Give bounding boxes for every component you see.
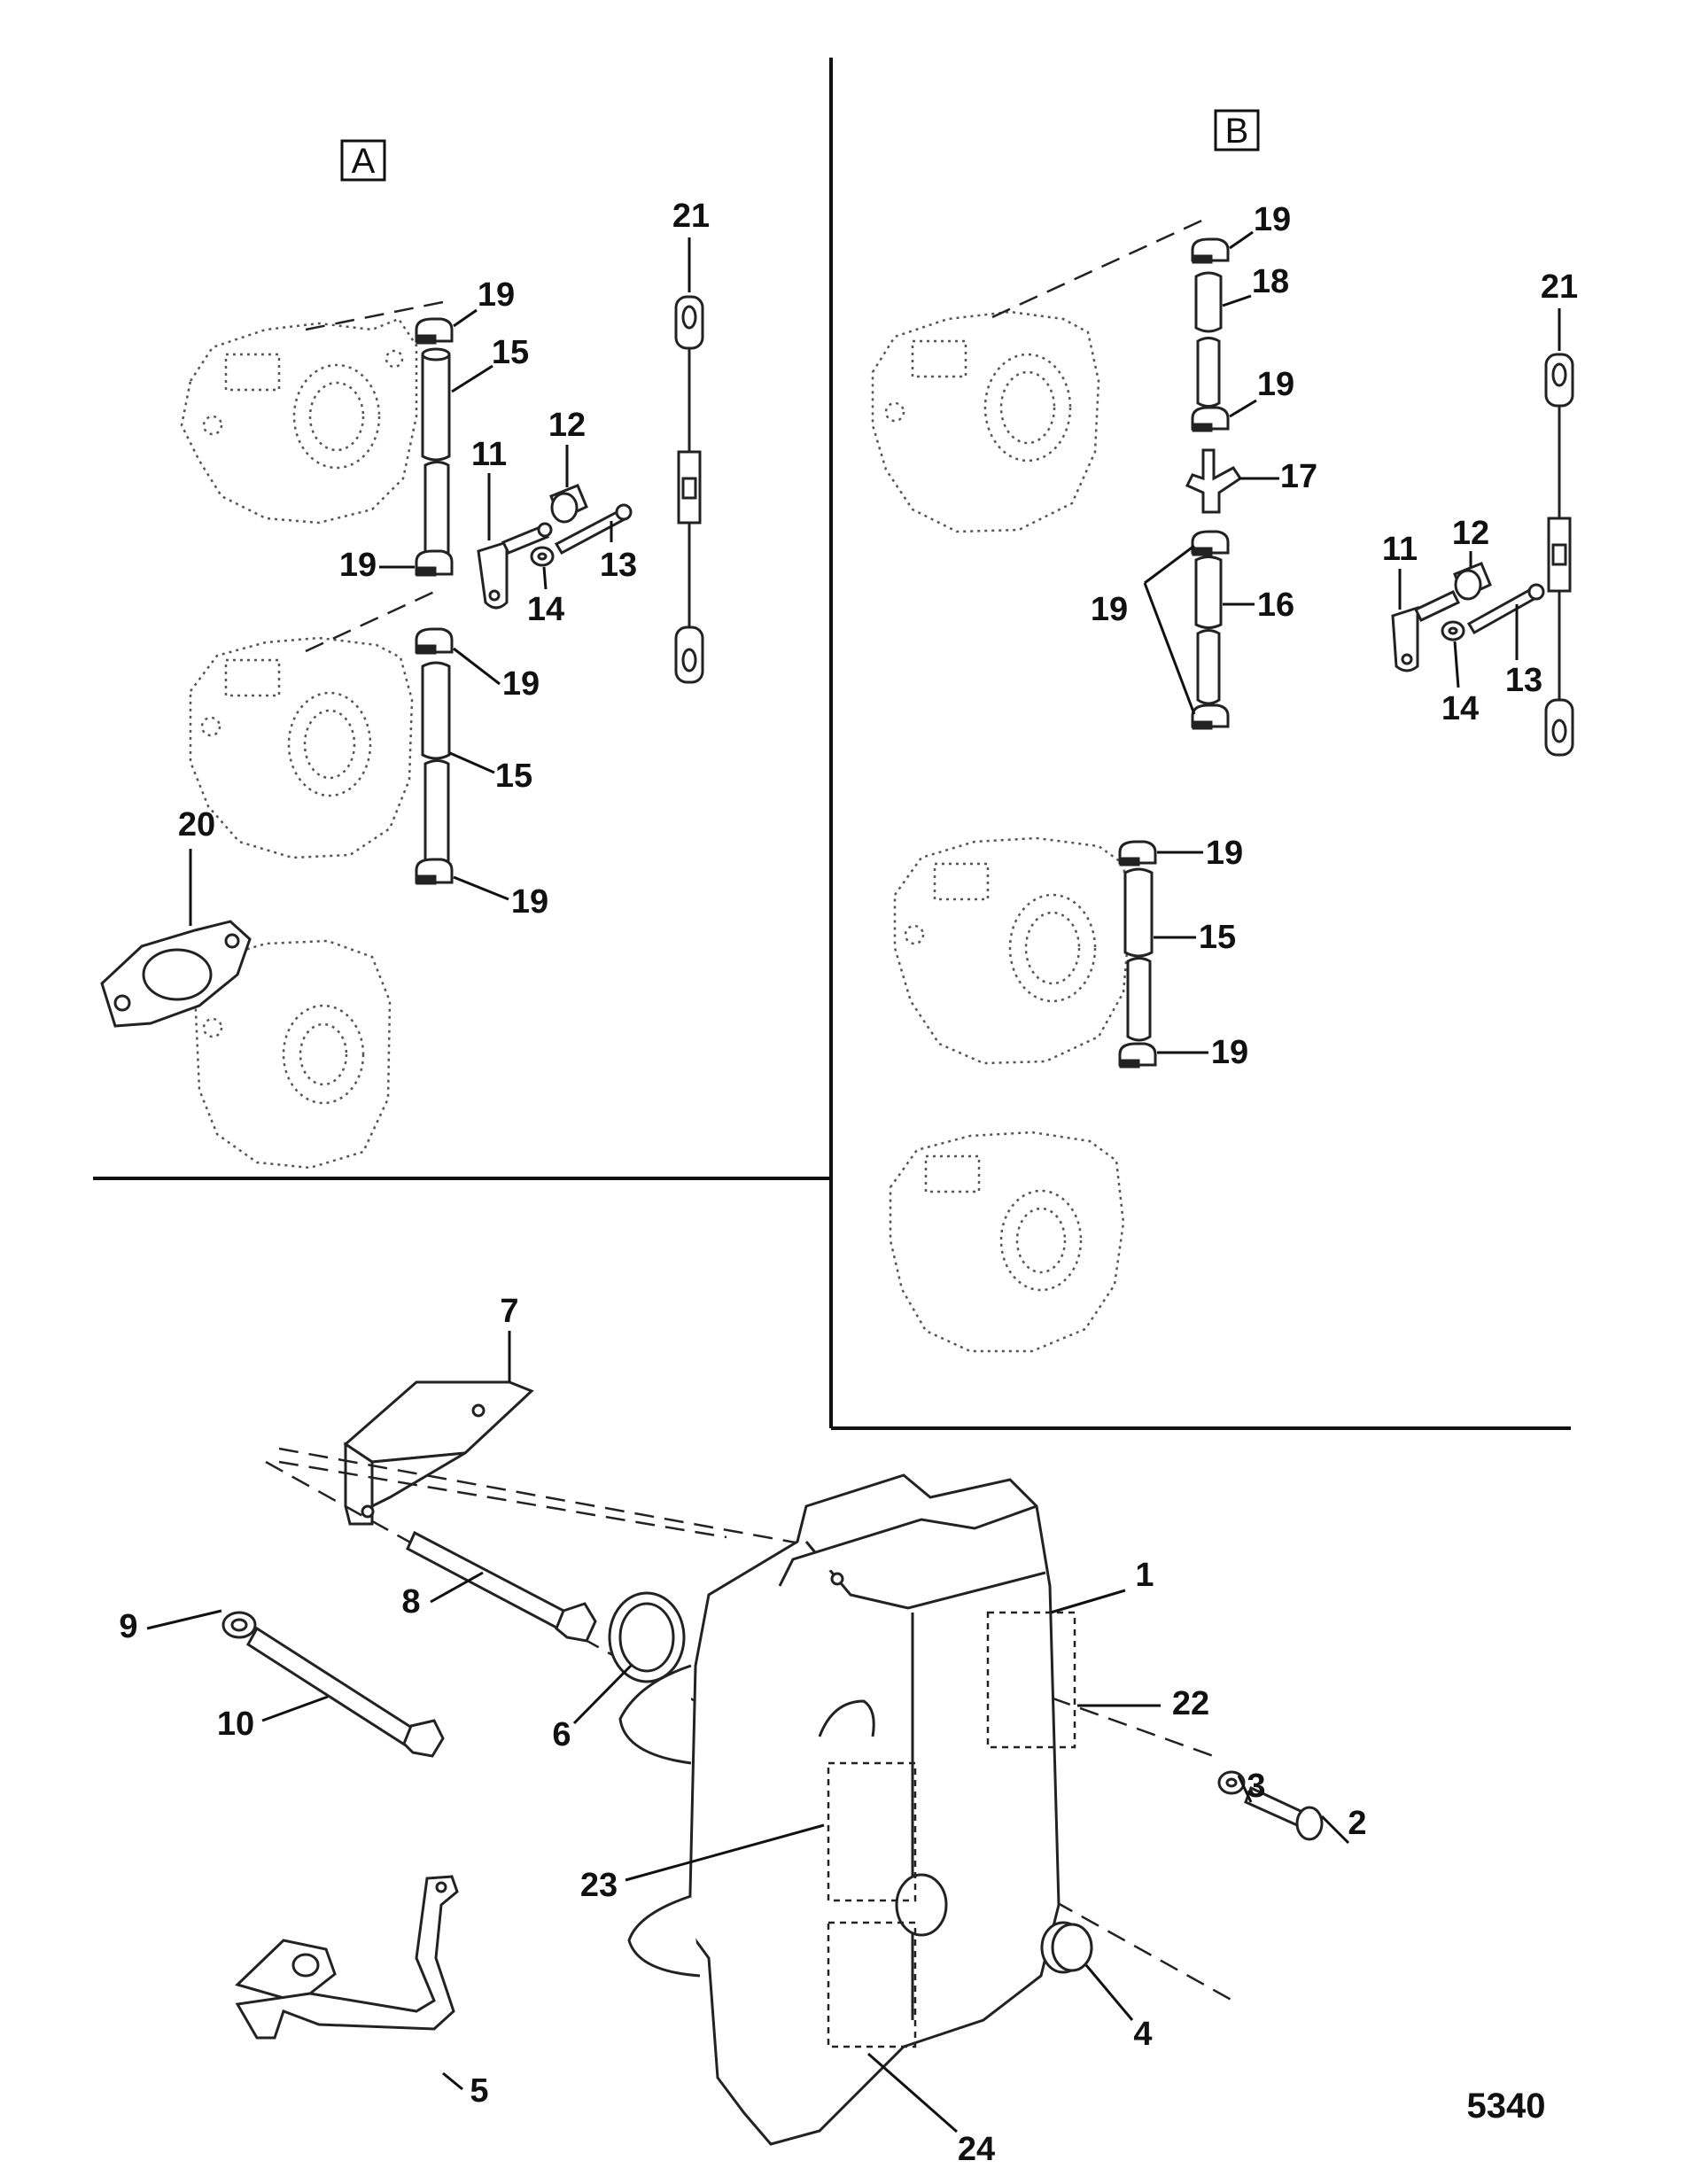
cover-housing-1: [618, 1473, 1061, 2146]
callout-a-15-lower: 15: [495, 758, 532, 795]
callout-a-19-top: 19: [478, 276, 515, 314]
callout-b-19-upper2: 19: [1206, 835, 1243, 872]
callout-6: 6: [552, 1716, 571, 1753]
carburetor-lower-b: [889, 1131, 1125, 1353]
hidden-part-22: [986, 1611, 1076, 1749]
link-rod-21-a: [674, 295, 704, 684]
callout-a-13: 13: [600, 547, 637, 584]
callout-22: 22: [1172, 1685, 1209, 1722]
hose-16-b: [1194, 556, 1223, 705]
callout-a-11: 11: [471, 436, 507, 473]
clamp-19-b-lower2: [1118, 1042, 1157, 1069]
washer-14-a: [530, 546, 555, 567]
callout-5: 5: [470, 2072, 488, 2110]
hose-18-b: [1194, 271, 1223, 408]
callout-2: 2: [1348, 1805, 1366, 1842]
bolt-8: [406, 1530, 597, 1643]
frame-lines: [93, 58, 1571, 1430]
carburetor-upper-a: [180, 317, 418, 525]
bolt-10: [246, 1626, 445, 1758]
carburetor-middle-b: [893, 836, 1131, 1065]
carburetor-lower-a: [193, 939, 392, 1170]
section-a: 21 19 15 12 11 19 13 14 19 15 20 19: [100, 198, 710, 1170]
view-label-a-text: A: [352, 142, 376, 181]
view-label-b: B: [1214, 109, 1260, 152]
roller-12-b: [1453, 562, 1492, 601]
callout-b-13: 13: [1505, 662, 1542, 699]
callout-a-14: 14: [527, 591, 564, 628]
callout-a-20: 20: [178, 806, 215, 843]
plug-4: [1040, 1921, 1093, 1974]
hidden-part-23: [827, 1761, 917, 1902]
callout-b-19-top: 19: [1254, 201, 1291, 238]
callout-a-15-top: 15: [492, 334, 529, 371]
washer-3: [1217, 1770, 1246, 1795]
lever-11-b: [1391, 590, 1461, 672]
clamp-19-a-bottom: [415, 858, 454, 885]
callouts-b: 19 18 21 19 17 12 11 19 16 13 14 19: [1091, 201, 1578, 1071]
section-b: 19 18 21 19 17 12 11 19 16 13 14 19: [871, 201, 1578, 1353]
hose-15-a-top: [421, 347, 451, 462]
screw-2: [1244, 1785, 1324, 1841]
callout-7: 7: [500, 1293, 518, 1330]
callouts-main: 7 1 9 8 22 10 6 3 2 23 4 5 24: [119, 1293, 1366, 2168]
carburetor-upper-b: [871, 310, 1100, 533]
washer-14-b: [1441, 620, 1465, 641]
figure-number: 5340: [1467, 2087, 1546, 2126]
callout-b-12: 12: [1452, 515, 1489, 552]
callout-a-19-bottom: 19: [511, 883, 548, 921]
clamp-19-b-top: [1191, 237, 1230, 264]
hose-15-b: [1123, 867, 1154, 1042]
hidden-part-24: [827, 1921, 917, 2048]
tee-fitting-17-b: [1185, 448, 1243, 514]
clamp-19-a-top: [415, 317, 454, 345]
screw-13-a: [554, 503, 633, 555]
bracket-5: [235, 1875, 459, 2040]
clamp-19-b-pair-bottom: [1191, 703, 1230, 730]
callout-10: 10: [217, 1706, 254, 1743]
clamp-19-b-pair-top: [1191, 530, 1230, 556]
gasket-20: [100, 920, 252, 1028]
callout-4: 4: [1133, 2016, 1152, 2053]
callout-a-21: 21: [672, 198, 710, 235]
washer-9: [221, 1611, 257, 1639]
callout-24: 24: [958, 2131, 995, 2168]
callout-3: 3: [1247, 1768, 1265, 1805]
section-main: 7 1 9 8 22 10 6 3 2 23 4 5 24: [119, 1293, 1366, 2168]
hose-15-a-lower: [421, 661, 451, 874]
clamp-19-a-mid: [415, 549, 454, 577]
screw-13-b: [1466, 583, 1545, 635]
clamp-19-b-upper2: [1118, 840, 1157, 867]
callout-b-14: 14: [1441, 690, 1479, 727]
callout-b-15: 15: [1199, 919, 1236, 956]
callout-b-11: 11: [1382, 531, 1418, 568]
callout-b-17: 17: [1280, 458, 1317, 495]
callout-a-19-lower: 19: [502, 665, 540, 703]
clamp-19-b-mid: [1191, 406, 1230, 432]
link-rod-21-b: [1544, 353, 1574, 757]
callout-a-12: 12: [548, 407, 586, 444]
callout-b-19-pair: 19: [1091, 591, 1128, 628]
grommet-6: [608, 1591, 686, 1683]
lever-11-a: [477, 522, 553, 610]
callout-23: 23: [580, 1867, 618, 1904]
callout-b-19-lower2: 19: [1211, 1034, 1248, 1071]
clamp-19-a-lower: [415, 627, 454, 655]
callout-b-19-mid: 19: [1257, 366, 1294, 403]
callout-1: 1: [1135, 1557, 1154, 1594]
callout-9: 9: [119, 1608, 137, 1645]
callout-8: 8: [401, 1583, 420, 1621]
callout-b-18: 18: [1252, 263, 1289, 300]
roller-12-a: [549, 484, 588, 524]
carburetor-middle-a: [189, 636, 414, 859]
callout-a-19-mid: 19: [339, 547, 377, 584]
view-label-a: A: [340, 139, 386, 182]
view-label-b-text: B: [1225, 112, 1249, 151]
callout-b-16: 16: [1257, 587, 1294, 624]
bracket-7: [343, 1380, 534, 1526]
callouts-a: 21 19 15 12 11 19 13 14 19 15 20 19: [178, 198, 710, 926]
callout-b-21: 21: [1541, 268, 1578, 306]
